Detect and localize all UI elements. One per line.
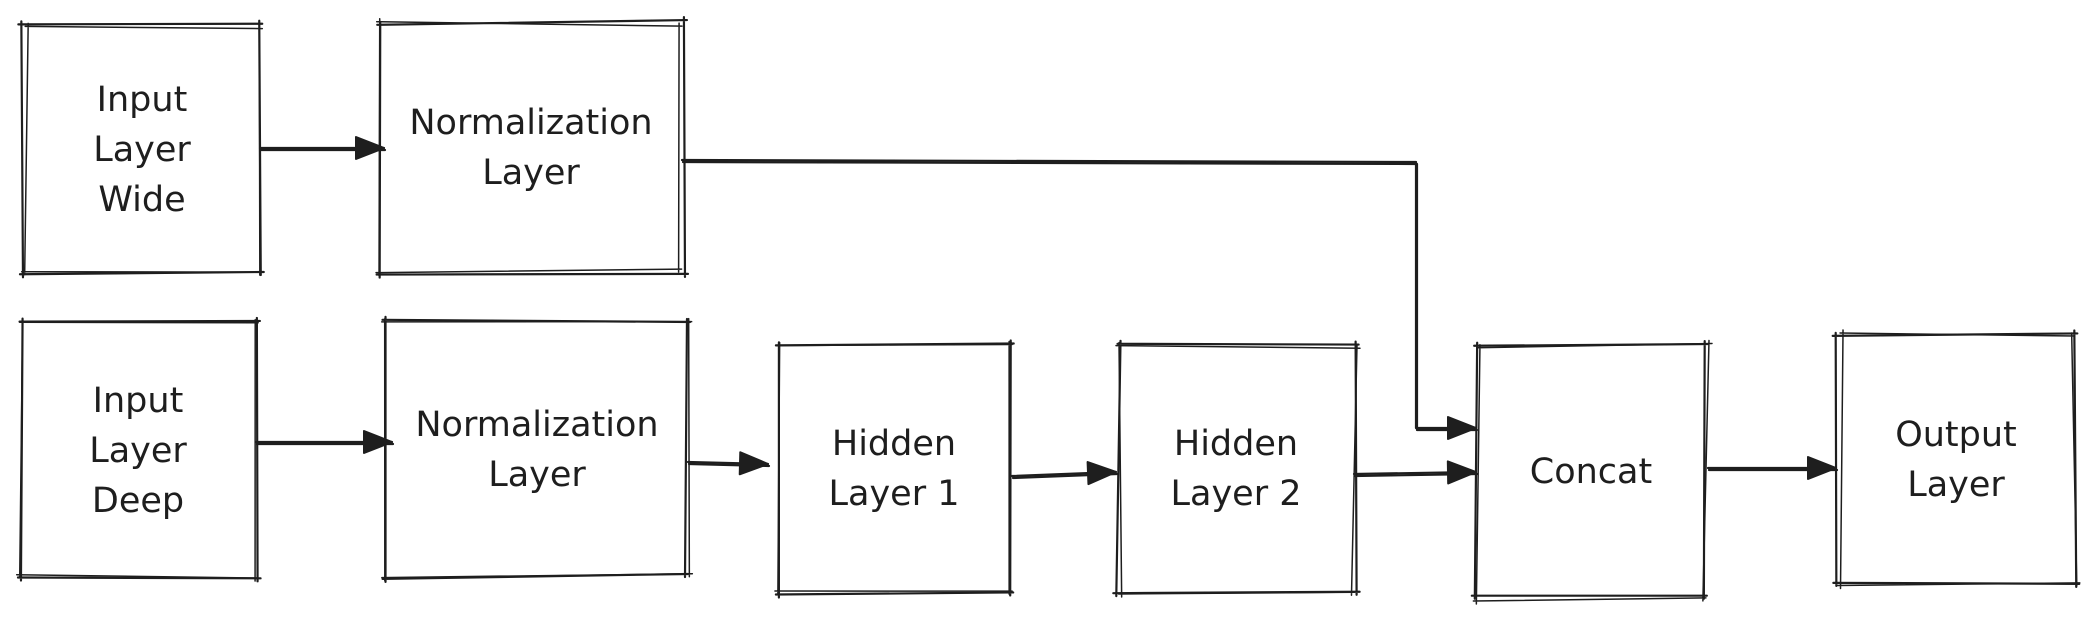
edge-hidden2-to-concat bbox=[1352, 460, 1479, 485]
edge-input-wide-to-norm-wide bbox=[258, 136, 387, 160]
arrow-head-icon bbox=[355, 136, 385, 160]
node-box bbox=[16, 316, 262, 583]
node-box bbox=[375, 15, 690, 279]
arrow-head-icon bbox=[363, 430, 393, 454]
edge-norm-deep-to-hidden1 bbox=[686, 451, 771, 476]
node-box-stroke bbox=[1472, 339, 1713, 605]
node-label-line: Layer 1 bbox=[829, 474, 960, 514]
node-label-line: Normalization bbox=[409, 103, 652, 143]
node-label-line: Concat bbox=[1530, 452, 1652, 492]
edge-input-deep-to-norm-deep bbox=[254, 430, 395, 454]
edge-norm-wide-to-concat bbox=[680, 158, 1479, 440]
arrow-head-icon bbox=[1447, 416, 1477, 440]
node-box-stroke bbox=[20, 22, 264, 276]
node-box-stroke bbox=[774, 340, 1013, 595]
node-label-line: Layer bbox=[89, 431, 187, 471]
node-box-stroke bbox=[380, 317, 694, 582]
nodes-layer: InputLayerWideNormalizationLayerInputLay… bbox=[15, 15, 2081, 605]
edge-line-stroke bbox=[681, 160, 1479, 432]
node-label-line: Layer 2 bbox=[1171, 474, 1302, 514]
node-box bbox=[381, 315, 692, 584]
edge-hidden1-to-hidden2 bbox=[1010, 461, 1119, 486]
node-label-line: Layer bbox=[482, 153, 580, 193]
arrow-head-icon bbox=[1086, 461, 1117, 486]
edge-line bbox=[680, 158, 1478, 430]
node-box-stroke bbox=[375, 17, 683, 277]
node-box bbox=[1112, 339, 1361, 598]
node-box bbox=[1831, 329, 2081, 588]
node-concat: Concat bbox=[1470, 339, 1713, 605]
node-box-stroke bbox=[15, 318, 259, 582]
node-label-line: Normalization bbox=[415, 405, 658, 445]
node-label-line: Input bbox=[97, 80, 188, 120]
arrow-head-icon bbox=[1807, 456, 1837, 480]
edge-concat-to-output bbox=[1706, 456, 1839, 480]
node-box-stroke bbox=[1836, 329, 2081, 590]
node-label-line: Layer bbox=[488, 455, 586, 495]
node-label-line: Hidden bbox=[1174, 424, 1298, 464]
edges-layer bbox=[254, 136, 1839, 486]
node-label-line: Output bbox=[1895, 415, 2017, 455]
arrow-head-icon bbox=[1446, 460, 1477, 485]
node-label-line: Wide bbox=[98, 180, 185, 220]
node-label-line: Layer bbox=[1907, 465, 2005, 505]
node-label-line: Layer bbox=[93, 130, 191, 170]
node-label-line: Input bbox=[93, 381, 184, 421]
node-box bbox=[1470, 339, 1709, 600]
arrow-head-icon bbox=[738, 451, 769, 476]
node-box-stroke bbox=[1115, 341, 1361, 598]
node-label-line: Deep bbox=[92, 481, 184, 521]
node-box bbox=[774, 339, 1015, 599]
node-label-line: Hidden bbox=[832, 424, 956, 464]
